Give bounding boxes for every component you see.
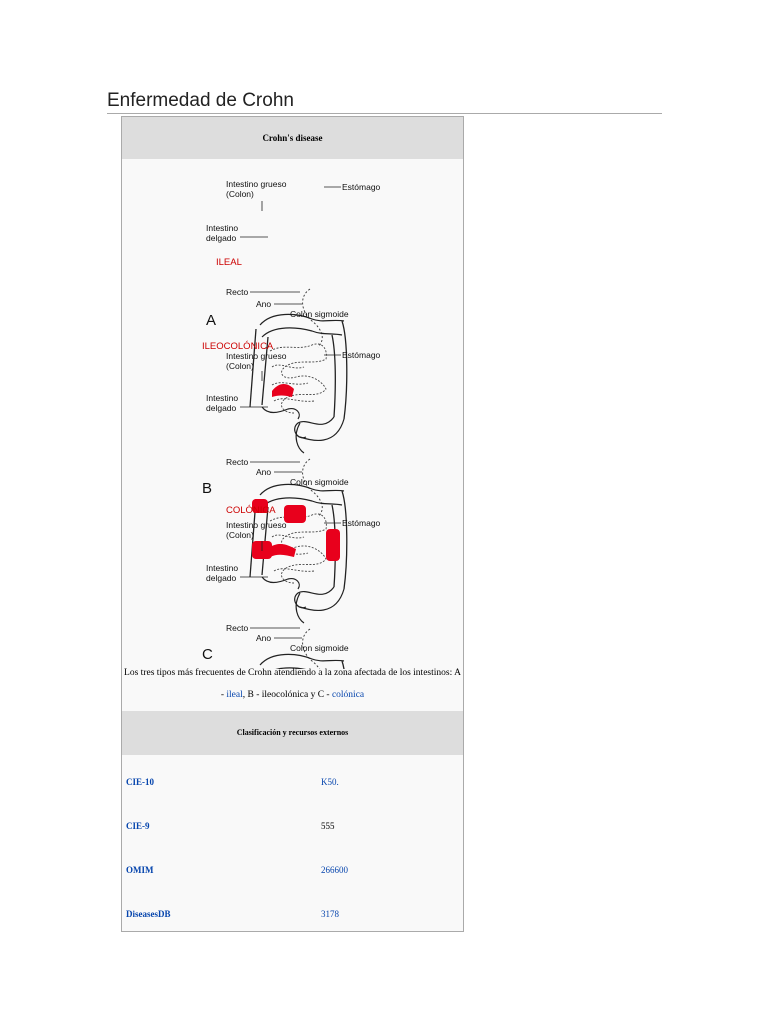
label-stomach-a: Estómago (342, 182, 381, 192)
label-sigmoid-c: Colon sigmoide (290, 643, 349, 653)
page-title: Enfermedad de Crohn (107, 90, 294, 111)
colonica-link[interactable]: colónica (331, 690, 365, 700)
label-stomach-b: Estómago (342, 350, 381, 360)
label-small-intestine-c2: delgado (206, 573, 237, 583)
omim-link[interactable]: OMIM (126, 865, 154, 875)
cie10-link[interactable]: CIE-10 (126, 777, 155, 787)
label-small-intestine-b1: Intestino (206, 393, 238, 403)
label-rectum-b: Recto (226, 457, 248, 467)
label-large-intestine-c: Intestino grueso (226, 520, 287, 530)
ileocolonic-highlight-4 (270, 543, 296, 557)
label-type-b: ILEOCOLÓNICA (202, 341, 274, 352)
caption-line-2: - ileal, B - ileocolónica y C - colónica (122, 684, 463, 706)
label-large-intestine-a: Intestino grueso (226, 179, 287, 189)
label-colon-b: (Colon) (226, 361, 254, 371)
label-sigmoid-b: Colon sigmoide (290, 477, 349, 487)
caption-sep: - (220, 690, 227, 700)
row-cie9: CIE-9 555 (122, 821, 463, 841)
ileocolonic-highlight-2 (284, 505, 306, 523)
infobox-header: Crohn's disease (122, 117, 463, 159)
label-sigmoid-a: Colon sigmoide (290, 309, 349, 319)
ileocolonic-highlight-5 (326, 529, 340, 561)
label-type-a: ILEAL (216, 257, 242, 268)
intestine-diagrams: Intestino grueso (Colon) Estómago Intest… (202, 179, 381, 669)
label-colon-c: (Colon) (226, 530, 254, 540)
label-small-intestine-a1: Intestino (206, 223, 238, 233)
label-small-intestine-a2: delgado (206, 233, 237, 243)
ileal-link[interactable]: ileal (226, 690, 243, 700)
label-small-intestine-c1: Intestino (206, 563, 238, 573)
classification-header: Clasificación y recursos externos (122, 711, 463, 755)
letter-a: A (206, 312, 216, 329)
diagram-a: Intestino grueso (Colon) Estómago Intest… (206, 179, 381, 454)
label-large-intestine-b: Intestino grueso (226, 351, 287, 361)
letter-c: C (202, 646, 213, 663)
row-omim: OMIM 266600 (122, 865, 463, 885)
label-small-intestine-b2: delgado (206, 403, 237, 413)
ileal-highlight (272, 384, 294, 397)
cie9-value: 555 (321, 821, 335, 831)
diseasesdb-link[interactable]: DiseasesDB (126, 909, 171, 919)
omim-value-link[interactable]: 266600 (321, 865, 348, 875)
cie9-link[interactable]: CIE-9 (126, 821, 150, 831)
diseasesdb-value-link[interactable]: 3178 (321, 909, 339, 919)
figure-caption: Los tres tipos más frecuentes de Crohn a… (122, 662, 463, 706)
label-rectum-c: Recto (226, 623, 248, 633)
row-cie10: CIE-10 K50. (122, 777, 463, 797)
ileocolonic-highlight-1 (252, 499, 268, 513)
label-rectum-a: Recto (226, 287, 248, 297)
diagram-c: COLÓNICA Intestino grueso (Colon) Estóma… (202, 505, 381, 669)
label-stomach-c: Estómago (342, 518, 381, 528)
crohn-diagram-figure: Intestino grueso (Colon) Estómago Intest… (122, 159, 463, 669)
label-anus-a: Ano (256, 299, 271, 309)
cie10-value-link[interactable]: K50. (321, 777, 339, 787)
label-anus-b: Ano (256, 467, 271, 477)
letter-b: B (202, 480, 212, 497)
label-type-c: COLÓNICA (226, 505, 276, 516)
label-colon-a: (Colon) (226, 189, 254, 199)
caption-text-2: , B - ileocolónica y C - (242, 690, 332, 700)
infobox: Crohn's disease (121, 116, 464, 932)
row-diseasesdb: DiseasesDB 3178 (122, 909, 463, 929)
caption-line-1: Los tres tipos más frecuentes de Crohn a… (124, 668, 461, 678)
title-divider (107, 113, 662, 114)
label-anus-c: Ano (256, 633, 271, 643)
